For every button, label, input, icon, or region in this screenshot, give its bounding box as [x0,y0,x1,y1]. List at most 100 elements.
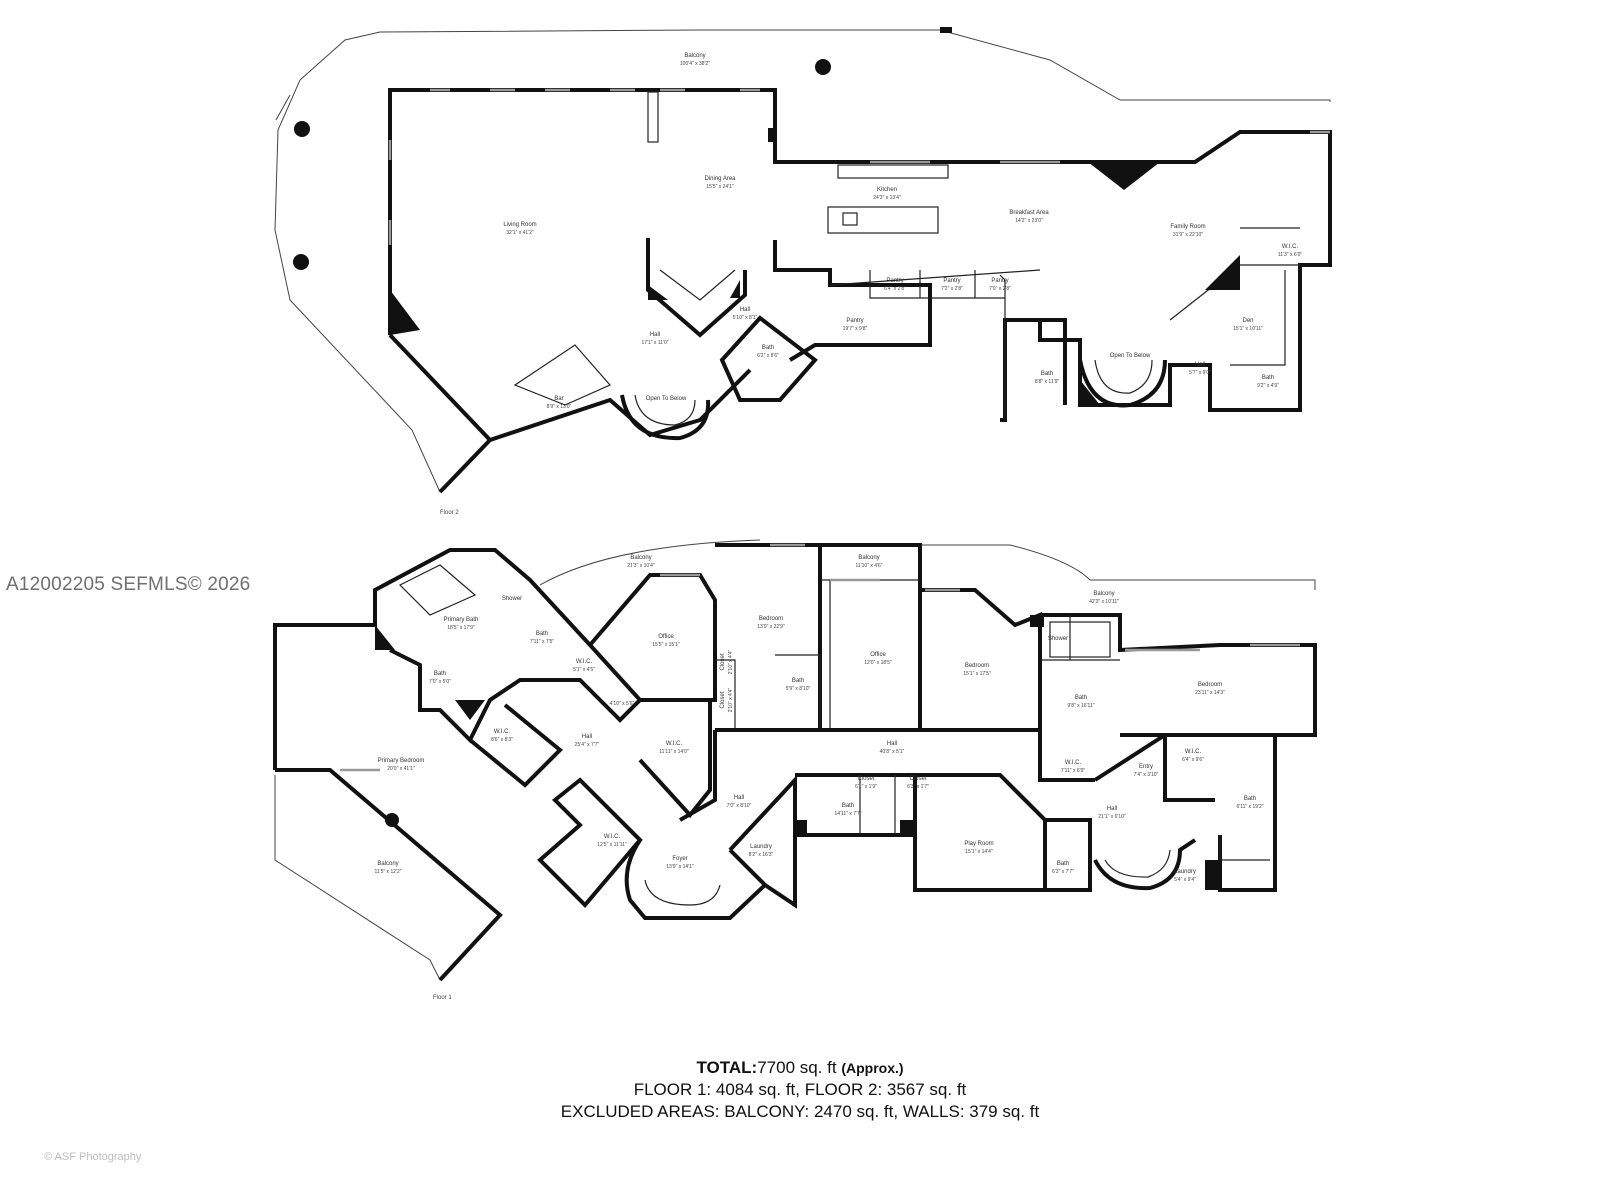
room-dims: 15'1" x 10'11" [1233,326,1263,332]
room-dims: 18'5" x 17'9" [447,625,475,631]
room-dims: 4'10" x 5'6" [610,701,635,707]
room-bath: Bath [536,631,548,637]
room-laundry: Laundry [1174,869,1196,875]
room-dims: 5'7" x 9'0" [1189,370,1211,376]
room-dims: 13'9" x 14'1" [666,864,694,870]
room-bedroom: Bedroom [1198,682,1222,688]
room-dims: 9'8" x 16'11" [1067,703,1094,709]
room-hall: Hall [1195,362,1205,368]
room-laundry: Laundry [750,844,772,850]
mls-watermark: A12002205 SEFMLS© 2026 [6,574,251,595]
room-dims: 8'8" x 11'9" [1035,379,1059,385]
room-closet: Closet [857,776,874,782]
room-primary-bath: Primary Bath [444,617,479,623]
room-den: Den [1242,318,1253,324]
floor-2-label: Floor 2 [440,510,459,516]
room-balcony: Balcony [858,555,879,561]
room-wic: W.I.C. [1185,749,1202,755]
room-hall: Hall [887,741,897,747]
room-play-room: Play Room [964,841,993,847]
floor1-outer-wall [273,548,643,770]
room-dims: 6'2" x 8'6" [757,353,779,359]
room-living-room: Living Room [503,222,536,228]
room-dims: 14'2" x 23'0" [1015,218,1043,224]
room-dims: 21'3" x 10'4" [627,563,655,569]
room-dims: 15'1" x 17'5" [963,671,991,677]
room-bath: Bath [1075,695,1087,701]
room-dims: 24'3" x 13'4" [873,195,901,201]
room-dims: 5'9" x 8'10" [786,686,811,692]
room-bath: Bath [792,678,804,684]
room-dims: 14'11" x 7'7" [834,811,861,817]
room-pantry: Pantry [943,278,960,284]
room-wic: W.I.C. [666,741,683,747]
room-balcony: Balcony [630,555,651,561]
floor2-column [293,254,309,270]
room-closet: Closet [720,691,726,708]
room-dims: 7'0" x 2'8" [989,286,1011,292]
room-dims: 5'4" x 9'4" [1174,877,1196,883]
room-shower: Shower [502,596,522,602]
room-dims: 23'11" x 14'3" [1195,690,1225,696]
room-dims: 5'10" x 8'1" [733,315,758,321]
room-dims: 6'4" x 9'6" [1182,757,1204,763]
room-dims: 32'1" x 41'2" [506,230,534,236]
room-dims: 8'6" x 8'3" [491,737,513,743]
excluded-area-line: EXCLUDED AREAS: BALCONY: 2470 sq. ft, WA… [560,1102,1040,1121]
floor1-balcony-outline [539,539,761,586]
room-hall: Hall [740,307,750,313]
room-dims: 19'7" x 9'8" [843,326,868,332]
room-bath: Bath [1041,371,1053,377]
room-dims: 21'1" x 6'10" [1098,814,1126,820]
room-bar: Bar [554,396,563,402]
room-dims: 6'11" x 19'2" [1236,804,1263,810]
photo-credit: © ASF Photography [44,1151,142,1163]
room-wic: W.I.C. [494,729,511,735]
room-dims: 8'2" x 16'3" [749,852,774,858]
room-dims: 12'5" x 11'11" [597,842,627,848]
room-shower: Shower [1048,636,1068,642]
room-dims: 8'9" x 13'0" [547,404,572,410]
room-wic: W.I.C. [1065,760,1082,766]
room-dims: 6'1" x 1'9" [855,784,877,790]
area-summary: TOTAL:7700 sq. ft (Approx.) FLOOR 1: 408… [0,1057,1600,1123]
room-dims: 12'0" x 18'5" [864,660,892,666]
room-dims: 6'3" x 7'7" [1052,869,1074,875]
room-bath: Bath [762,345,774,351]
total-line: TOTAL:7700 sq. ft (Approx.) [0,1057,1600,1079]
room-open-to-below: Open To Below [646,396,687,402]
room-open-to-below: Open To Below [1110,353,1151,359]
room-pantry: Pantry [886,278,903,284]
room-bedroom: Bedroom [965,663,989,669]
room-wic: W.I.C. [604,834,621,840]
room-dims: 11'10" x 4'6" [855,563,882,569]
room-dims: 7'11" x 6'9" [1061,768,1085,774]
room-dims: 7'0" x 8'10" [727,803,752,809]
room-hall: Hall [650,332,660,338]
room-dims: 11'3" x 6'0" [1278,252,1302,258]
floor-2-plan [274,27,1332,494]
room-balcony: Balcony [684,53,705,59]
room-dims: 7'0" x 5'0" [429,679,451,685]
room-balcony: Balcony [1093,591,1114,597]
room-bath: Bath [434,671,446,677]
room-office: Office [870,652,886,658]
room-dims: 31'9" x 22'10" [1173,232,1203,238]
total-value: 7700 sq. ft [757,1058,837,1077]
room-dims: 40'8" x 5'1" [880,749,905,755]
room-pantry: Pantry [846,318,863,324]
room-dims: 6'3" x 1'7" [907,784,929,790]
room-dims: 42'3" x 10'11" [1089,599,1119,605]
room-office: Office [658,634,674,640]
room-bath: Bath [842,803,854,809]
room-balcony: Balcony [377,861,398,867]
room-dims: 13'0" x 22'9" [757,624,785,630]
room-hall: Hall [582,734,592,740]
room-dims: 2'10" x 4'4" [728,649,734,674]
room-dims: 15'5" x 24'1" [706,184,734,190]
total-label: TOTAL: [696,1058,758,1077]
room-dims: 17'1" x 11'0" [641,340,668,346]
room-dims: 7'4" x 3'10" [1134,772,1159,778]
floor-1-plan [273,539,1317,982]
